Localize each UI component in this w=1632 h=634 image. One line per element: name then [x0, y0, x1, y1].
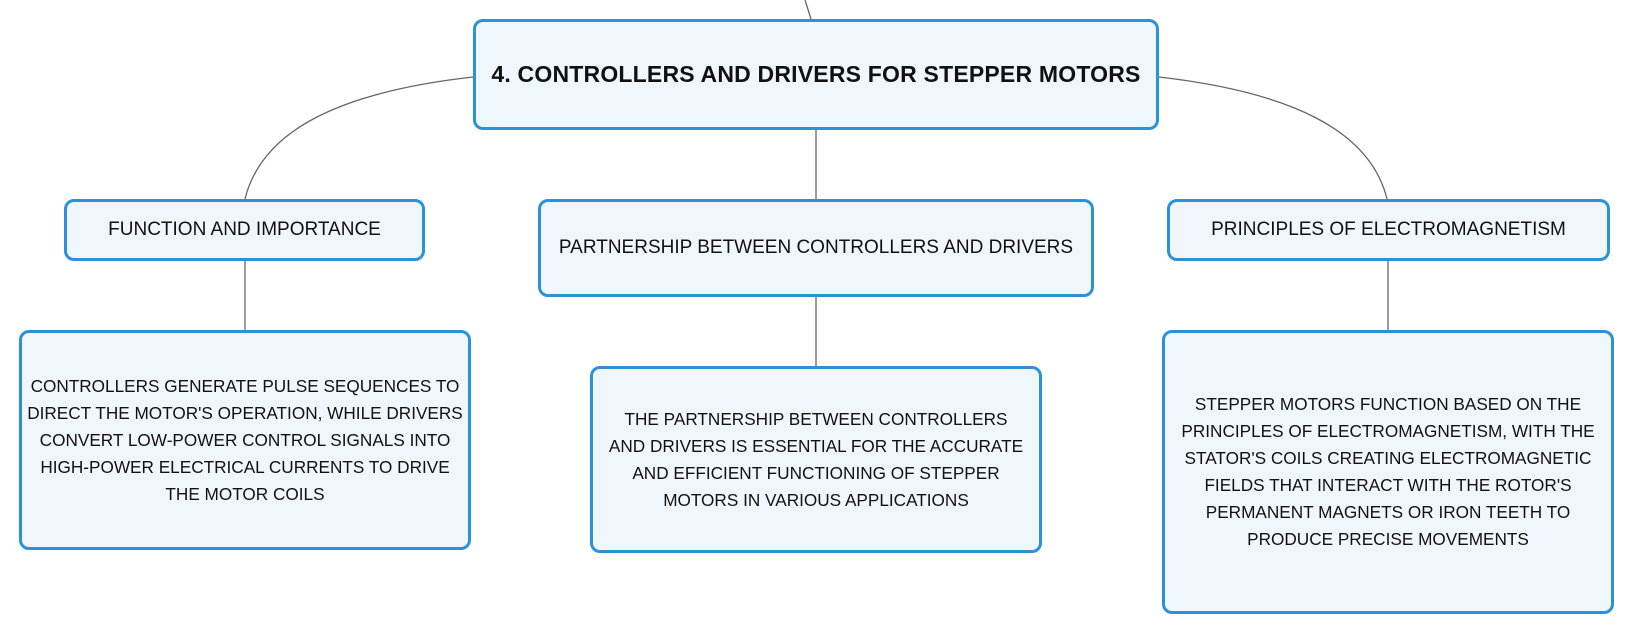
detail-text: THE PARTNERSHIP BETWEEN CONTROLLERS AND … [608, 408, 1024, 510]
branch-node-electromagnetism[interactable]: PRINCIPLES OF ELECTROMAGNETISM [1167, 199, 1610, 261]
branch-label: PARTNERSHIP BETWEEN CONTROLLERS AND DRIV… [558, 237, 1074, 258]
detail-node-function-importance[interactable]: CONTROLLERS GENERATE PULSE SEQUENCES TO … [19, 330, 471, 550]
root-label: 4. CONTROLLERS AND DRIVERS FOR STEPPER M… [491, 61, 1141, 87]
detail-node-electromagnetism[interactable]: STEPPER MOTORS FUNCTION BASED ON THE PRI… [1162, 330, 1614, 614]
root-node[interactable]: 4. CONTROLLERS AND DRIVERS FOR STEPPER M… [473, 19, 1159, 130]
branch-node-partnership[interactable]: PARTNERSHIP BETWEEN CONTROLLERS AND DRIV… [538, 199, 1094, 297]
detail-node-partnership[interactable]: THE PARTNERSHIP BETWEEN CONTROLLERS AND … [590, 366, 1042, 553]
detail-text: CONTROLLERS GENERATE PULSE SEQUENCES TO … [27, 375, 463, 504]
parent-connector [804, 0, 812, 20]
branch-label: FUNCTION AND IMPORTANCE [108, 219, 381, 240]
connector-root-to-function [244, 76, 474, 200]
detail-text: STEPPER MOTORS FUNCTION BASED ON THE PRI… [1181, 394, 1595, 549]
branch-node-function-importance[interactable]: FUNCTION AND IMPORTANCE [64, 199, 425, 261]
connector-root-to-electromagnetism [1158, 76, 1388, 200]
branch-label: PRINCIPLES OF ELECTROMAGNETISM [1211, 219, 1566, 240]
